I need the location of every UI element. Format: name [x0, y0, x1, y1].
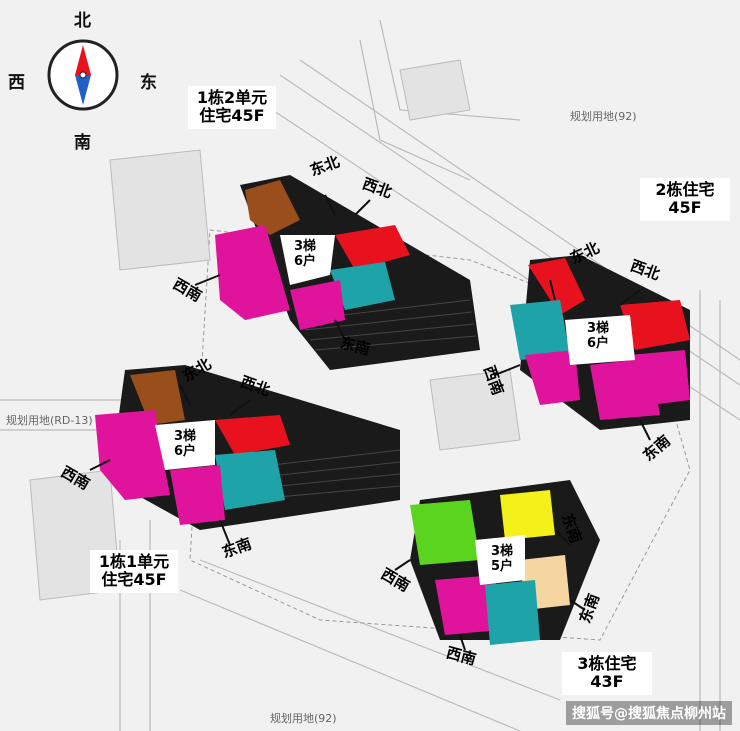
compass-west-label: 西	[8, 73, 25, 93]
stair-count: 3梯	[490, 544, 514, 559]
compass-east-label: 东	[140, 73, 157, 93]
building-label-1-1: 1栋1单元 住宅45F	[90, 550, 178, 593]
watermark: 搜狐号@搜狐焦点柳州站	[566, 701, 732, 725]
building-label-line: 43F	[590, 672, 624, 692]
building-2	[510, 255, 690, 430]
unit-count: 6户	[293, 253, 317, 269]
plot-label-top-right: 规划用地(92)	[570, 110, 637, 123]
stair-count: 3梯	[173, 429, 197, 444]
stair-units-1-1: 3梯 6户	[165, 429, 205, 460]
building-label-line: 住宅45F	[199, 106, 265, 126]
building-label-line: 3栋住宅	[577, 654, 637, 673]
direction-arrows	[89, 194, 651, 651]
unit-count: 6户	[173, 443, 197, 459]
building-label-line: 1栋1单元	[98, 552, 170, 571]
stair-units-1-2: 3梯 6户	[285, 239, 325, 270]
stair-count: 3梯	[586, 321, 610, 336]
building-1-unit-2	[215, 175, 480, 370]
neighbour-blocks	[29, 59, 521, 601]
compass-south-label: 南	[74, 133, 91, 153]
compass-north-label: 北	[74, 11, 91, 31]
building-3	[410, 480, 600, 645]
compass-rose-icon	[47, 39, 119, 111]
plot-boundary	[189, 229, 691, 641]
building-label-2: 2栋住宅 45F	[640, 178, 730, 221]
unit-count: 6户	[586, 335, 610, 351]
building-label-1-2: 1栋2单元 住宅45F	[188, 86, 276, 129]
building-label-line: 1栋2单元	[196, 88, 268, 107]
unit-count: 5户	[490, 558, 514, 574]
building-label-line: 45F	[668, 198, 702, 218]
stair-count: 3梯	[293, 239, 317, 254]
building-1-unit-1	[95, 365, 401, 530]
stair-units-2: 3梯 6户	[578, 321, 618, 352]
building-label-line: 2栋住宅	[655, 180, 715, 199]
building-label-3: 3栋住宅 43F	[562, 652, 652, 695]
plot-label-bottom: 规划用地(92)	[270, 712, 337, 725]
stair-units-3: 3梯 5户	[482, 544, 522, 575]
plot-label-left: 规划用地(RD-13)	[6, 414, 93, 427]
building-label-line: 住宅45F	[101, 570, 167, 590]
